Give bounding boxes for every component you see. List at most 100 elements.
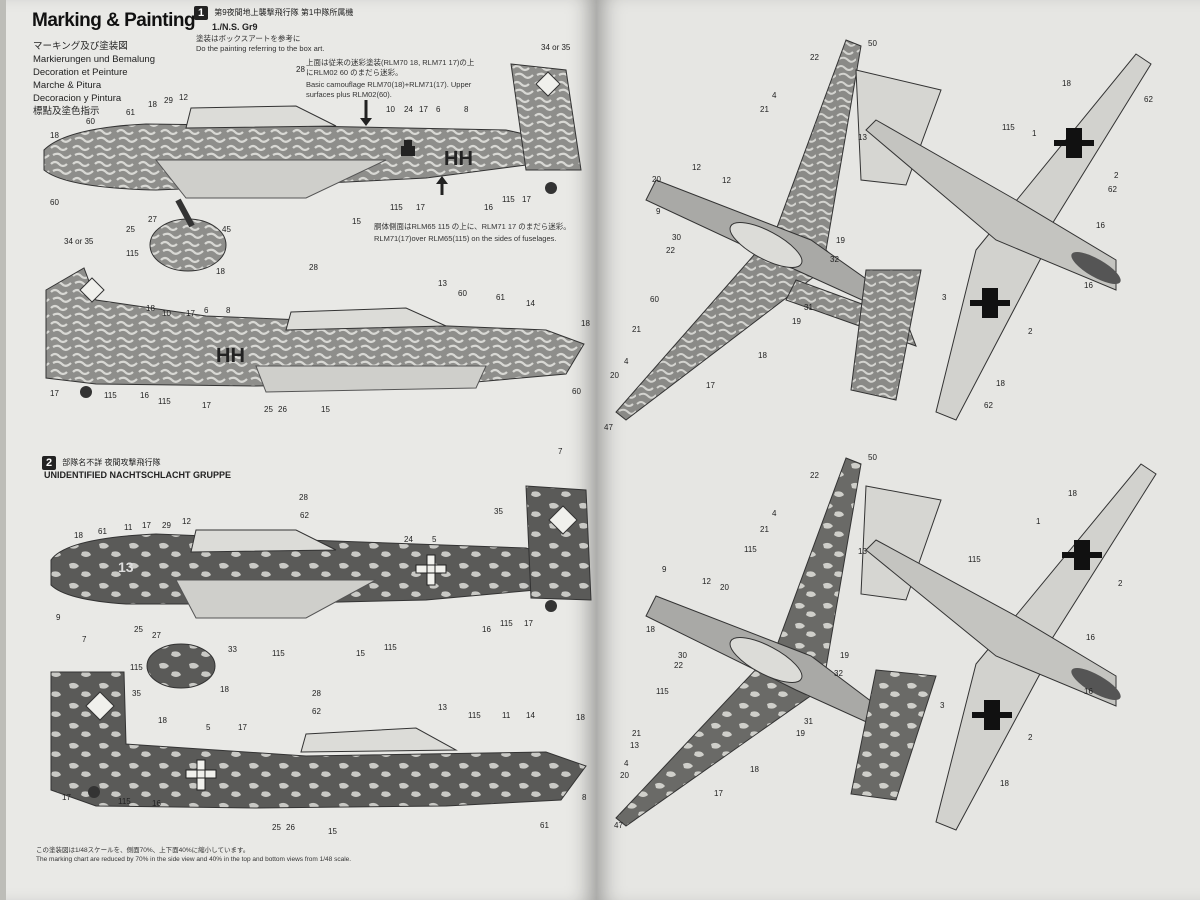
svg-text:9: 9 xyxy=(662,565,667,574)
svg-text:12: 12 xyxy=(692,163,701,172)
svg-text:22: 22 xyxy=(810,53,819,62)
svg-text:13: 13 xyxy=(858,547,867,556)
svg-text:61: 61 xyxy=(98,527,107,536)
svg-text:14: 14 xyxy=(526,299,535,308)
scheme2-number: 2 xyxy=(42,456,56,470)
svg-text:21: 21 xyxy=(760,105,769,114)
svg-text:115: 115 xyxy=(384,643,397,652)
svg-text:115: 115 xyxy=(390,203,403,212)
svg-text:17: 17 xyxy=(522,195,531,204)
svg-text:2: 2 xyxy=(1118,579,1123,588)
svg-text:25: 25 xyxy=(126,225,135,234)
svg-text:25: 25 xyxy=(134,625,143,634)
svg-text:115: 115 xyxy=(744,545,757,554)
scheme1-header: 1 第9夜間地上襲撃飛行隊 第1中隊所属機 xyxy=(194,6,353,20)
svg-text:5: 5 xyxy=(432,535,437,544)
svg-text:18: 18 xyxy=(576,713,585,722)
svg-text:6: 6 xyxy=(204,306,209,315)
lang-french: Decoration et Peinture xyxy=(33,67,128,78)
aircraft-code-1a: HH xyxy=(444,148,473,170)
plan-view-1-top xyxy=(615,39,942,421)
lang-german: Markierungen und Bemalung xyxy=(33,54,155,65)
language-list: マーキング及び塗装図 Markierungen und Bemalung Dec… xyxy=(33,40,155,118)
svg-text:34 or 35: 34 or 35 xyxy=(64,237,94,246)
svg-text:25: 25 xyxy=(272,823,281,832)
svg-text:12: 12 xyxy=(722,176,731,185)
svg-text:19: 19 xyxy=(836,236,845,245)
svg-text:1: 1 xyxy=(1036,517,1041,526)
svg-text:18: 18 xyxy=(146,304,155,313)
scheme2-unit: UNIDENTIFIED NACHTSCHLACHT GRUPPE xyxy=(44,470,232,480)
svg-text:18: 18 xyxy=(50,131,59,140)
svg-text:28: 28 xyxy=(299,493,308,502)
svg-text:20: 20 xyxy=(620,771,629,780)
svg-text:16: 16 xyxy=(1084,281,1093,290)
scheme2-header: 2 部隊名不詳 夜間攻撃飛行隊 xyxy=(42,456,160,470)
svg-text:19: 19 xyxy=(792,317,801,326)
svg-text:7: 7 xyxy=(82,635,87,644)
plan-view-2-top xyxy=(615,457,942,827)
svg-text:18: 18 xyxy=(750,765,759,774)
lang-italian: Marche & Pitura xyxy=(33,80,102,91)
svg-text:17: 17 xyxy=(50,389,59,398)
aircraft-1-right-side: HH xyxy=(45,267,585,398)
svg-text:45: 45 xyxy=(222,225,231,234)
svg-text:8: 8 xyxy=(582,793,587,802)
side-note-en: RLM71(17)over RLM65(115) on the sides of… xyxy=(374,234,557,243)
svg-text:25: 25 xyxy=(264,405,273,414)
side-view-drawings: HH HH 13 xyxy=(43,43,592,836)
svg-text:17: 17 xyxy=(524,619,533,628)
svg-text:15: 15 xyxy=(321,405,330,414)
svg-text:22: 22 xyxy=(810,471,819,480)
svg-text:19: 19 xyxy=(840,651,849,660)
svg-text:115: 115 xyxy=(468,711,481,720)
svg-text:17: 17 xyxy=(62,793,71,802)
svg-text:18: 18 xyxy=(1062,79,1071,88)
svg-text:17: 17 xyxy=(142,521,151,530)
svg-text:47: 47 xyxy=(614,821,623,830)
svg-text:13: 13 xyxy=(858,133,867,142)
svg-text:62: 62 xyxy=(984,401,993,410)
svg-text:60: 60 xyxy=(50,198,59,207)
svg-text:16: 16 xyxy=(1096,221,1105,230)
svg-text:10: 10 xyxy=(386,105,395,114)
svg-text:47: 47 xyxy=(604,423,613,432)
svg-text:4: 4 xyxy=(624,759,629,768)
svg-text:18: 18 xyxy=(996,379,1005,388)
svg-text:26: 26 xyxy=(286,823,295,832)
svg-text:32: 32 xyxy=(830,255,839,264)
svg-text:9: 9 xyxy=(56,613,61,622)
svg-text:28: 28 xyxy=(309,263,318,272)
svg-text:11: 11 xyxy=(502,711,511,720)
lang-chinese: 標點及塗色指示 xyxy=(33,106,100,117)
svg-text:10: 10 xyxy=(162,309,171,318)
svg-text:18: 18 xyxy=(74,531,83,540)
svg-text:15: 15 xyxy=(356,649,365,658)
aircraft-2-left-side: 13 xyxy=(50,485,592,689)
svg-text:4: 4 xyxy=(624,357,629,366)
svg-text:3: 3 xyxy=(942,293,947,302)
svg-text:50: 50 xyxy=(868,453,877,462)
svg-text:22: 22 xyxy=(666,246,675,255)
svg-text:4: 4 xyxy=(772,91,777,100)
svg-text:34 or 35: 34 or 35 xyxy=(541,43,571,52)
svg-text:60: 60 xyxy=(86,117,95,126)
svg-text:20: 20 xyxy=(720,583,729,592)
svg-text:62: 62 xyxy=(1108,185,1117,194)
svg-text:35: 35 xyxy=(494,507,503,516)
svg-text:17: 17 xyxy=(714,789,723,798)
svg-text:11: 11 xyxy=(124,523,133,532)
svg-text:61: 61 xyxy=(126,108,135,117)
svg-text:12: 12 xyxy=(182,517,191,526)
plan-view-2-bottom xyxy=(865,463,1157,831)
scheme1-unit: 1./N.S. Gr9 xyxy=(212,22,258,32)
svg-text:62: 62 xyxy=(1144,95,1153,104)
aircraft-code-1b: HH xyxy=(216,345,245,367)
plan-view-1-bottom xyxy=(865,53,1152,421)
svg-text:18: 18 xyxy=(220,685,229,694)
svg-text:29: 29 xyxy=(164,96,173,105)
svg-text:50: 50 xyxy=(868,39,877,48)
upper-note-jp2: にRLM02 60 のまだら迷彩。 xyxy=(306,68,403,77)
